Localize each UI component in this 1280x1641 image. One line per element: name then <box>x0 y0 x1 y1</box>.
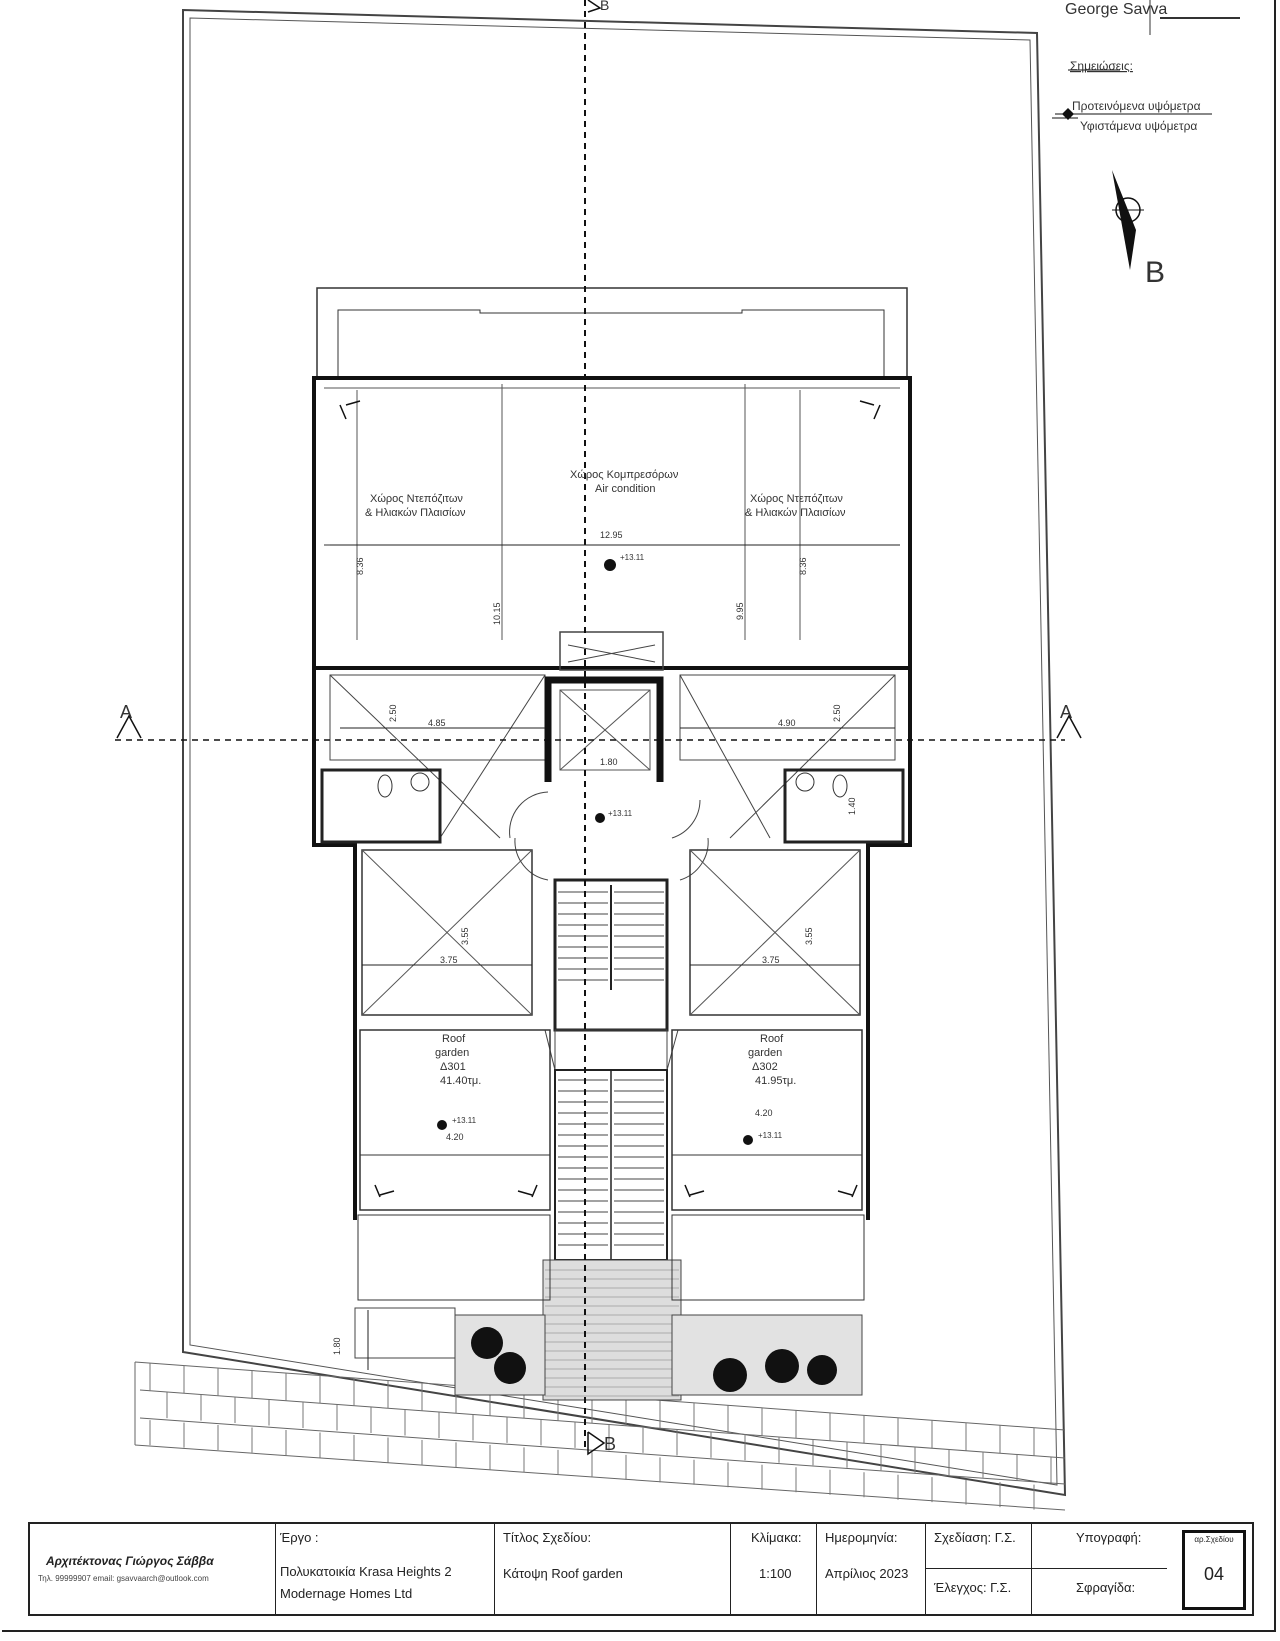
architect-contact: Τηλ. 99999907 email: gsavvaarch@outlook.… <box>38 1574 209 1583</box>
section-mark-a-right: A <box>1060 702 1072 722</box>
garden-right-3: Δ302 <box>752 1061 778 1073</box>
drawing-number-label: αρ.Σχεδίου <box>1194 1535 1234 1544</box>
drawing-title-cell: Τίτλος Σχεδίου: Κάτοψη Roof garden <box>495 1524 731 1614</box>
legend-title: Σημειώσεις: <box>1070 59 1133 73</box>
level-13-11-c: +13.11 <box>758 1131 783 1140</box>
level-13-11-a: +13.11 <box>620 553 645 562</box>
room-center-label-1: Χώρος Κομπρεσόρων <box>570 469 679 481</box>
dim-4-20-a: 4.20 <box>446 1132 464 1142</box>
dim-1-80: 1.80 <box>600 757 618 767</box>
dim-1-40: 1.40 <box>847 797 857 815</box>
planter-left <box>454 1314 546 1396</box>
drawing-number: 04 <box>1203 1564 1225 1584</box>
dim-3-75-b: 3.75 <box>762 955 780 965</box>
project-line-2: Modernage Homes Ltd <box>280 1586 413 1601</box>
architect-cell: Αρχιτέκτονας Γιώργος Σάββα Τηλ. 99999907… <box>30 1524 276 1614</box>
dim-4-85: 4.85 <box>428 718 446 728</box>
garden-right-1: Roof <box>760 1033 784 1045</box>
floor-plan: George Savva Σημειώσεις: Προτεινόμενα υψ… <box>115 0 1240 1511</box>
dim-2-50-b: 2.50 <box>832 704 842 722</box>
date-cell: Ημερομηνία: Απρίλιος 2023 <box>817 1524 926 1614</box>
dim-3-75-a: 3.75 <box>440 955 458 965</box>
scale-value: 1:100 <box>759 1566 792 1581</box>
project-line-1: Πολυκατοικία Krasa Heights 2 <box>280 1564 452 1579</box>
dim-8-36-a: 8.36 <box>355 557 365 575</box>
room-right-label-1: Χώρος Ντεπόζιτων <box>750 493 843 505</box>
level-13-11-b: +13.11 <box>452 1116 477 1125</box>
garden-left-3: Δ301 <box>440 1061 466 1073</box>
section-mark-b-top: B <box>600 0 609 13</box>
dim-12-95: 12.95 <box>600 530 623 540</box>
signature-label: Υπογραφή: <box>1076 1530 1142 1545</box>
legend-proposed: Προτεινόμενα υψόμετρα <box>1072 99 1201 113</box>
date-value: Απρίλιος 2023 <box>825 1566 909 1581</box>
room-left-label-2: & Ηλιακών Πλαισίων <box>365 507 466 519</box>
roof-outline <box>312 376 912 670</box>
dim-4-90: 4.90 <box>778 718 796 728</box>
signature-cell: Υπογραφή: Σφραγίδα: αρ.Σχεδίου 04 <box>1032 1524 1252 1614</box>
garden-right-4: 41.95τμ. <box>755 1075 796 1087</box>
design-label: Σχεδίαση: Γ.Σ. <box>934 1530 1016 1545</box>
check-label: Έλεγχος: Γ.Σ. <box>934 1580 1012 1595</box>
scale-cell: Κλίμακα: 1:100 <box>731 1524 817 1614</box>
dim-1-80-b: 1.80 <box>332 1337 342 1355</box>
level-13-11-d: +13.11 <box>608 809 633 818</box>
section-mark-b-bottom: B <box>604 1434 616 1454</box>
title-block: Αρχιτέκτονας Γιώργος Σάββα Τηλ. 99999907… <box>28 1522 1254 1616</box>
dim-10-15: 10.15 <box>492 602 502 625</box>
stamp-name: George Savva <box>1065 1 1167 18</box>
north-arrow-icon <box>1112 170 1144 270</box>
dim-3-55-b: 3.55 <box>804 927 814 945</box>
scale-label: Κλίμακα: <box>751 1530 802 1545</box>
garden-right-2: garden <box>748 1047 782 1059</box>
section-mark-a-left: A <box>120 702 132 722</box>
drawing-title: Κάτοψη Roof garden <box>503 1566 623 1581</box>
wc-left <box>320 768 442 844</box>
seal-label: Σφραγίδα: <box>1076 1580 1136 1595</box>
room-right-label-2: & Ηλιακών Πλαισίων <box>745 507 846 519</box>
garden-left-2: garden <box>435 1047 469 1059</box>
wc-right <box>783 768 905 844</box>
garden-left-4: 41.40τμ. <box>440 1075 481 1087</box>
drawing-number-box: αρ.Σχεδίου 04 <box>1182 1530 1246 1610</box>
design-cell: Σχεδίαση: Γ.Σ. Έλεγχος: Γ.Σ. <box>926 1524 1032 1614</box>
section-mark-b-north: B <box>1145 256 1165 289</box>
plot-boundary <box>182 8 1067 1497</box>
dim-8-36-b: 8.36 <box>798 557 808 575</box>
architect-name: Αρχιτέκτονας Γιώργος Σάββα <box>46 1554 214 1568</box>
project-cell: Έργο : Πολυκατοικία Krasa Heights 2 Mode… <box>276 1524 495 1614</box>
planter-right <box>671 1314 863 1396</box>
room-center-label-2: Air condition <box>595 483 656 495</box>
room-left-label-1: Χώρος Ντεπόζιτων <box>370 493 463 505</box>
dim-2-50-a: 2.50 <box>388 704 398 722</box>
dim-3-55-a: 3.55 <box>460 927 470 945</box>
dim-4-20-b: 4.20 <box>755 1108 773 1118</box>
drawing-title-label: Τίτλος Σχεδίου: <box>503 1530 592 1545</box>
legend-existing: Υφιστάμενα υψόμετρα <box>1080 119 1197 133</box>
date-label: Ημερομηνία: <box>825 1530 898 1545</box>
garden-left-1: Roof <box>442 1033 466 1045</box>
project-label: Έργο : <box>280 1530 319 1545</box>
shrubs <box>471 1327 837 1392</box>
dim-9-95: 9.95 <box>735 602 745 620</box>
